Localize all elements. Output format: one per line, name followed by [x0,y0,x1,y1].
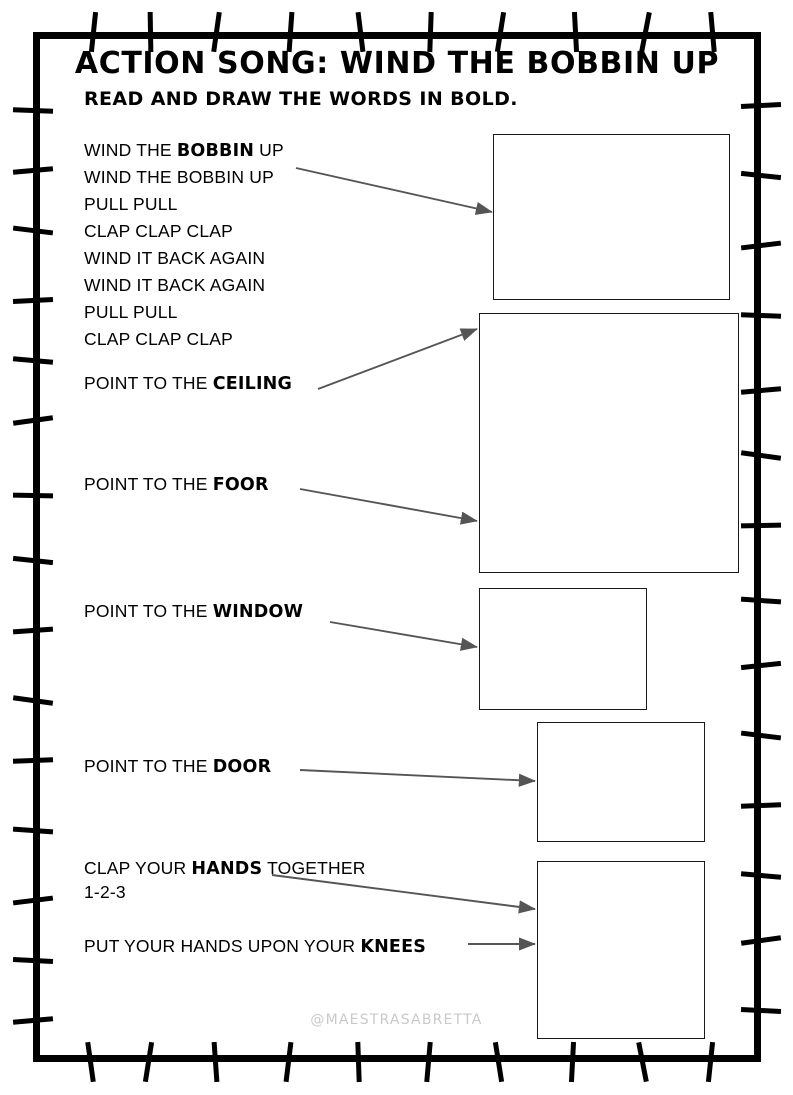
prompt-ceiling-pre: POINT TO THE [84,373,213,393]
prompt-floor-pre: POINT TO THE [84,474,213,494]
watermark-credit: @MAESTRASABRETTA [310,1012,483,1028]
prompt-window-pre: POINT TO THE [84,601,213,621]
drawing-box-bobbin[interactable] [493,134,730,300]
lyric-1-bold: BOBBIN [176,141,255,161]
prompt-door: POINT TO THE DOOR [84,756,271,777]
lyric-line-6: WIND IT BACK AGAIN [84,275,266,295]
prompt-hands-bold: HANDS [191,859,263,879]
prompt-floor: POINT TO THE FOOR [84,474,269,495]
prompt-ceiling: POINT TO THE CEILING [84,373,292,394]
prompt-hands-post: TOGETHER [262,858,366,878]
drawing-box-ceiling-floor[interactable] [479,313,739,573]
drawing-box-window[interactable] [479,588,647,710]
lyric-line-7: PULL PULL [84,302,178,322]
lyric-1-pre: WIND THE [84,140,177,160]
prompt-window: POINT TO THE WINDOW [84,601,303,622]
prompt-floor-bold: FOOR [212,475,269,495]
lyric-line-3: PULL PULL [84,194,178,214]
prompt-door-bold: DOOR [212,757,272,777]
lyric-line-4: CLAP CLAP CLAP [84,221,234,241]
prompt-ceiling-bold: CEILING [212,374,293,394]
prompt-hands-pre: CLAP YOUR [84,858,192,878]
prompt-hands: CLAP YOUR HANDS TOGETHER [84,858,366,879]
drawing-box-hands-knees[interactable] [537,861,705,1039]
prompt-knees-pre: PUT YOUR HANDS UPON YOUR [84,936,361,956]
lyric-line-2: WIND THE BOBBIN UP [84,167,274,187]
decorative-border-frame [33,32,761,1062]
prompt-window-bold: WINDOW [212,602,304,622]
lyric-line-8: CLAP CLAP CLAP [84,329,234,349]
page-subtitle: READ AND DRAW THE WORDS IN BOLD. [84,88,518,110]
lyric-line-5: WIND IT BACK AGAIN [84,248,266,268]
prompt-count: 1-2-3 [84,882,126,902]
prompt-door-pre: POINT TO THE [84,756,213,776]
prompt-knees-bold: KNEES [360,937,427,957]
page-title: ACTION SONG: WIND THE BOBBIN UP [74,46,720,81]
prompt-knees: PUT YOUR HANDS UPON YOUR KNEES [84,936,426,957]
lyric-line-1: WIND THE BOBBIN UP [84,140,284,161]
drawing-box-door[interactable] [537,722,705,842]
lyric-1-post: UP [254,140,284,160]
